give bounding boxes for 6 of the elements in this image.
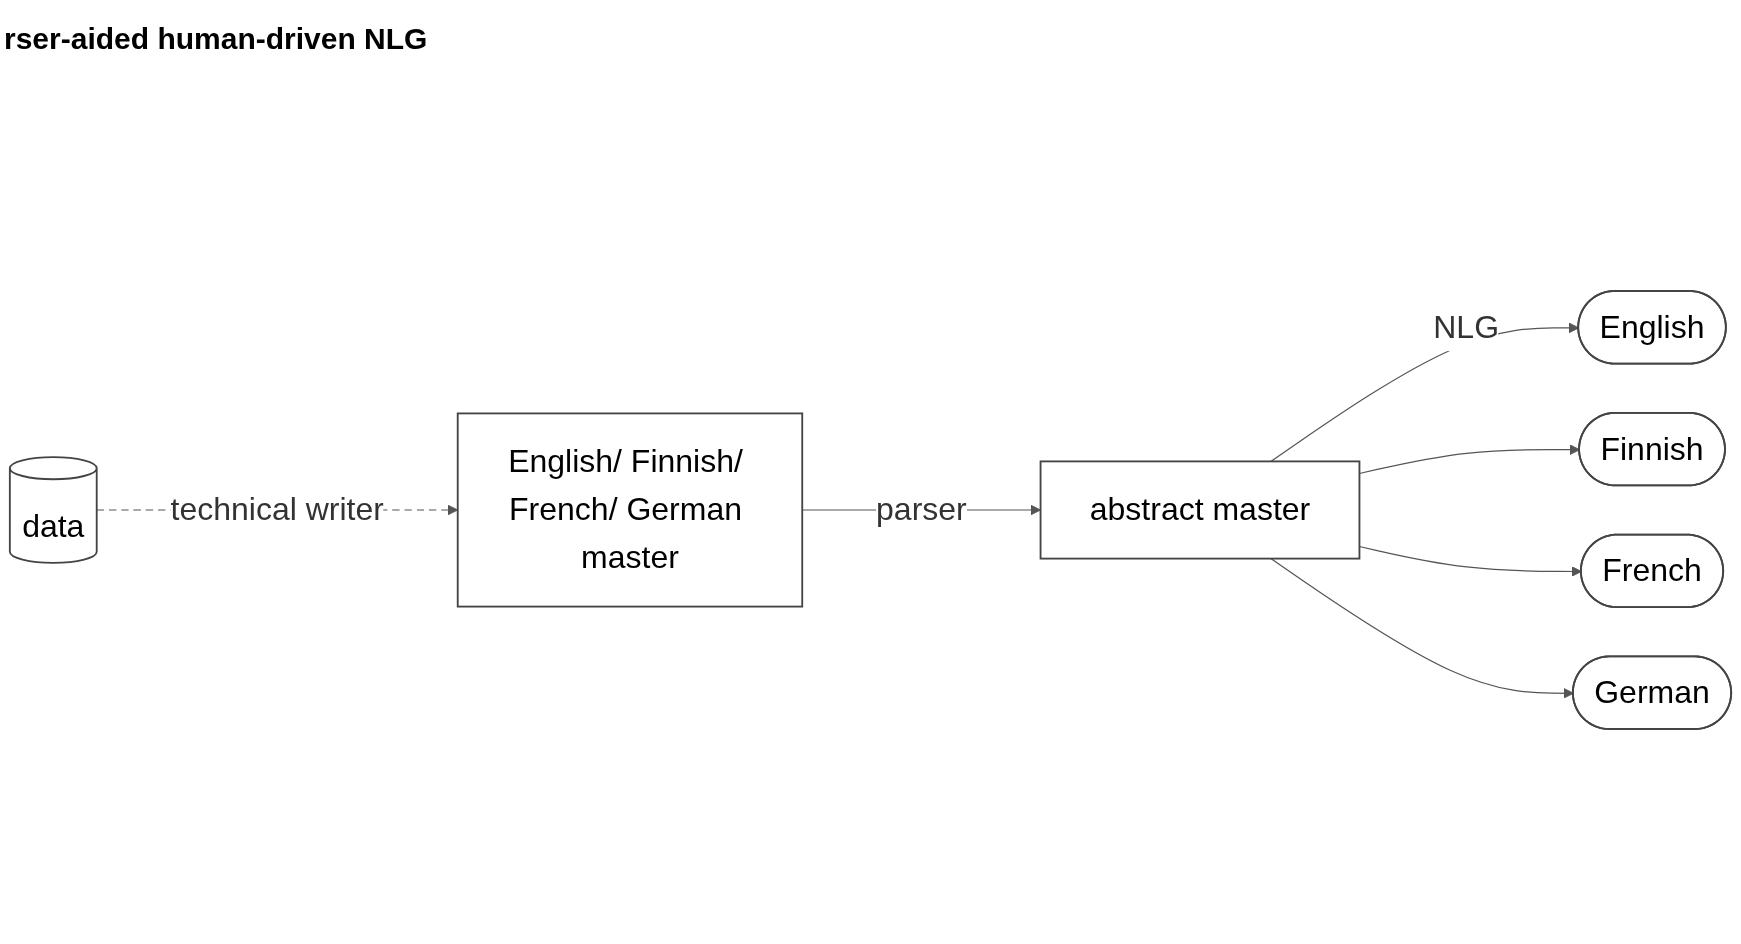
edge-label: parser (876, 490, 967, 528)
node-box: abstract master (1039, 460, 1361, 560)
node-box: English/ Finnish/ French/ German master (456, 412, 804, 608)
edge-label: NLG (1433, 308, 1500, 346)
diagram-title: rser-aided human-driven NLG (4, 22, 428, 56)
edge-label: technical writer (170, 490, 384, 528)
